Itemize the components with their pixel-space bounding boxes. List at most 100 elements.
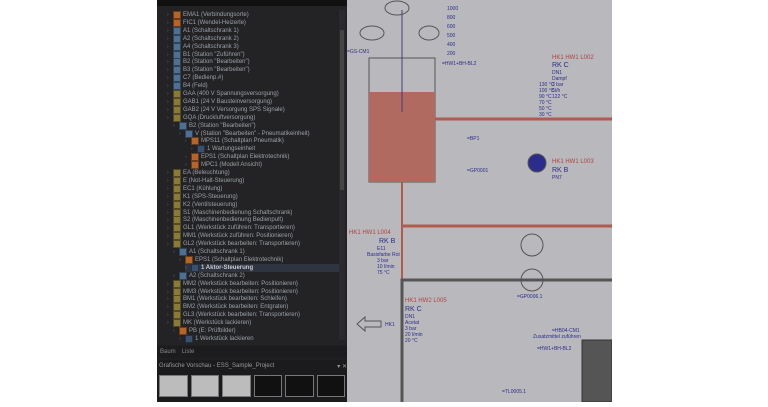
tree-item[interactable]: ›K2 (Ventilsteuerung)	[167, 200, 339, 209]
tree-item[interactable]: ›B1 (Station "Zuführen")	[167, 50, 339, 59]
expand-toggle-icon[interactable]: ›	[167, 59, 169, 66]
tree-scrollbar[interactable]	[339, 10, 345, 340]
expand-toggle-icon[interactable]: ›	[167, 106, 169, 113]
tree-item[interactable]: ›GL3 (Werkstück bearbeiten: Transportier…	[167, 311, 339, 320]
tree-item[interactable]: ›A1 (Schaltschrank 1)	[173, 248, 339, 256]
preview-thumbnail[interactable]	[316, 375, 345, 397]
tab-list[interactable]: Liste	[181, 349, 195, 355]
expand-toggle-icon[interactable]: ›	[167, 233, 169, 240]
preview-controls[interactable]: ▾ ✕	[337, 363, 347, 370]
tree-item[interactable]: ›EPS1 (Schaltplan Elektrotechnik)	[179, 255, 339, 264]
tree-item[interactable]: ›MM1 (Werkstück zuführen: Positionieren)	[167, 232, 339, 241]
expand-toggle-icon[interactable]: ›	[167, 280, 169, 287]
tree-item[interactable]: ›GQA (Druckluftversorgung)	[167, 113, 339, 122]
expand-toggle-icon[interactable]: ›	[167, 75, 169, 82]
tree-item[interactable]: ›A2 (Schaltschrank 2)	[173, 271, 339, 280]
expand-toggle-icon[interactable]: ›	[167, 114, 169, 121]
tree-item[interactable]: ›B2 (Station "Bearbeiten")	[173, 121, 339, 130]
tree-item[interactable]: ›V (Station "Bearbeiten" - Pneumatikeinh…	[179, 129, 339, 138]
expand-toggle-icon[interactable]: ›	[185, 154, 187, 161]
tree-item[interactable]: ›S1 (Maschinenbedienung Schaltschrank)	[167, 208, 339, 217]
expand-toggle-icon[interactable]: ›	[167, 320, 169, 327]
expand-toggle-icon[interactable]: ›	[167, 98, 169, 105]
expand-toggle-icon[interactable]: ›	[167, 217, 169, 224]
tree-item[interactable]: ›MPC1 (Modell Ansicht)	[185, 161, 339, 170]
tree-item[interactable]: ›BM2 (Werkstück bearbeiten: Entgraten)	[167, 303, 339, 312]
expand-toggle-icon[interactable]: ›	[167, 225, 169, 232]
expand-toggle-icon[interactable]: ›	[167, 193, 169, 200]
expand-toggle-icon[interactable]: ›	[167, 67, 169, 74]
tree-item[interactable]: ›GL2 (Werkstück bearbeiten: Transportier…	[167, 240, 339, 249]
expand-toggle-icon[interactable]: ›	[167, 12, 169, 18]
expand-toggle-icon[interactable]: ›	[167, 51, 169, 58]
tree-item[interactable]: ›BM1 (Werkstück bearbeiten: Schleifen)	[167, 295, 339, 304]
expand-toggle-icon[interactable]: ›	[167, 177, 169, 184]
expand-toggle-icon[interactable]: ›	[191, 146, 193, 153]
expand-toggle-icon[interactable]: ›	[167, 35, 169, 42]
tree-item[interactable]: ›EA (Beleuchtung)	[167, 169, 339, 177]
expand-toggle-icon[interactable]: ›	[173, 249, 175, 255]
tree-item[interactable]: ›E (Not-Halt-Steuerung)	[167, 176, 339, 185]
tree-item[interactable]: ›MK (Werkstück lackieren)	[167, 319, 339, 328]
tree-item[interactable]: ›GAB1 (24 V Bausteinversorgung)	[167, 97, 339, 106]
pump-icon[interactable]	[520, 268, 544, 292]
expand-toggle-icon[interactable]: ›	[185, 162, 187, 169]
expand-toggle-icon[interactable]: ›	[167, 288, 169, 295]
tree-item[interactable]: ›1 Wartungseinheit	[191, 145, 339, 154]
preview-thumbnail[interactable]	[190, 375, 219, 397]
tree-item[interactable]: ›1 Aktor-Steuerung	[185, 263, 339, 272]
tree-item[interactable]: ›EMA1 (Verbindungsorte)	[167, 11, 339, 19]
tree-item[interactable]: ›FIC1 (Wendel-Heizerle)	[167, 18, 339, 27]
expand-toggle-icon[interactable]: ›	[167, 19, 169, 26]
expand-toggle-icon[interactable]: ›	[167, 185, 169, 192]
preview-thumbnail[interactable]	[285, 375, 314, 397]
scrollbar-thumb[interactable]	[340, 30, 344, 190]
expand-toggle-icon[interactable]: ›	[167, 91, 169, 97]
expand-toggle-icon[interactable]: ›	[167, 27, 169, 34]
tree-item[interactable]: ›MM3 (Werkstück bearbeiten: Positioniere…	[167, 287, 339, 296]
expand-toggle-icon[interactable]: ›	[167, 304, 169, 311]
tree-item[interactable]: ›S2 (Maschinenbedienung Bedienpult)	[167, 216, 339, 225]
expand-toggle-icon[interactable]: ›	[179, 256, 181, 263]
expand-toggle-icon[interactable]: ›	[167, 296, 169, 303]
expand-toggle-icon[interactable]: ›	[185, 264, 187, 271]
tree-item[interactable]: ›1 Werkstück lackieren	[179, 334, 339, 343]
pump-icon[interactable]	[520, 233, 544, 257]
expand-toggle-icon[interactable]: ›	[179, 130, 181, 137]
tree-item[interactable]: ›GAA (400 V Spannungsversorgung)	[167, 90, 339, 98]
pid-diagram-canvas[interactable]: =GS-CM1 1000 800 600 500 400 200 =HW1+BH…	[347, 0, 613, 403]
expand-toggle-icon[interactable]: ›	[167, 201, 169, 208]
tree-item[interactable]: ›MM2 (Werkstück bearbeiten: Positioniere…	[167, 279, 339, 288]
expand-toggle-icon[interactable]: ›	[167, 170, 169, 176]
tree-item[interactable]: ›A2 (Schaltschrank 2)	[167, 34, 339, 43]
preview-thumbnail[interactable]	[159, 375, 188, 397]
expand-toggle-icon[interactable]: ›	[167, 43, 169, 50]
tree-item[interactable]: ›A1 (Schaltschrank 1)	[167, 26, 339, 35]
tree-item[interactable]: ›A4 (Schaltschrank 3)	[167, 42, 339, 51]
expand-toggle-icon[interactable]: ›	[167, 83, 169, 90]
tree-item[interactable]: ›B3 (Station "Bearbeiten")	[167, 66, 339, 75]
tree-item[interactable]: ›C7 (Bedienp.#)	[167, 74, 339, 83]
expand-toggle-icon[interactable]: ›	[167, 241, 169, 248]
off-page-arrow-icon[interactable]	[356, 315, 382, 333]
tree-item[interactable]: ›GAB2 (24 V Versorgung SPS Signale)	[167, 105, 339, 114]
tree-item[interactable]: ›PB (E: Prüfbilder)	[173, 327, 339, 335]
expand-toggle-icon[interactable]: ›	[167, 312, 169, 319]
tree-item[interactable]: ›EC1 (Kühlung)	[167, 184, 339, 193]
tree-item[interactable]: ›K1 (SPS-Steuerung)	[167, 192, 339, 201]
tab-tree[interactable]: Baum	[160, 349, 176, 355]
expand-toggle-icon[interactable]: ›	[167, 209, 169, 216]
tree-item[interactable]: ›B4 (Feld)	[167, 82, 339, 91]
expand-toggle-icon[interactable]: ›	[173, 328, 175, 334]
pump-icon[interactable]	[527, 153, 547, 173]
preview-thumbnail[interactable]	[222, 375, 251, 397]
tree-item[interactable]: ›EPS1 (Schaltplan Elektrotechnik)	[185, 153, 339, 162]
expand-toggle-icon[interactable]: ›	[179, 335, 181, 342]
expand-toggle-icon[interactable]: ›	[173, 122, 175, 129]
expand-toggle-icon[interactable]: ›	[173, 272, 175, 279]
preview-thumbnail[interactable]	[253, 375, 282, 397]
tree-item[interactable]: ›MPS11 (Schaltplan Pneumatik)	[185, 137, 339, 146]
expand-toggle-icon[interactable]: ›	[185, 138, 187, 145]
tree-item[interactable]: ›B2 (Station "Bearbeiten")	[167, 58, 339, 67]
tree-item[interactable]: ›GL1 (Werkstück zuführen: Transportieren…	[167, 224, 339, 233]
